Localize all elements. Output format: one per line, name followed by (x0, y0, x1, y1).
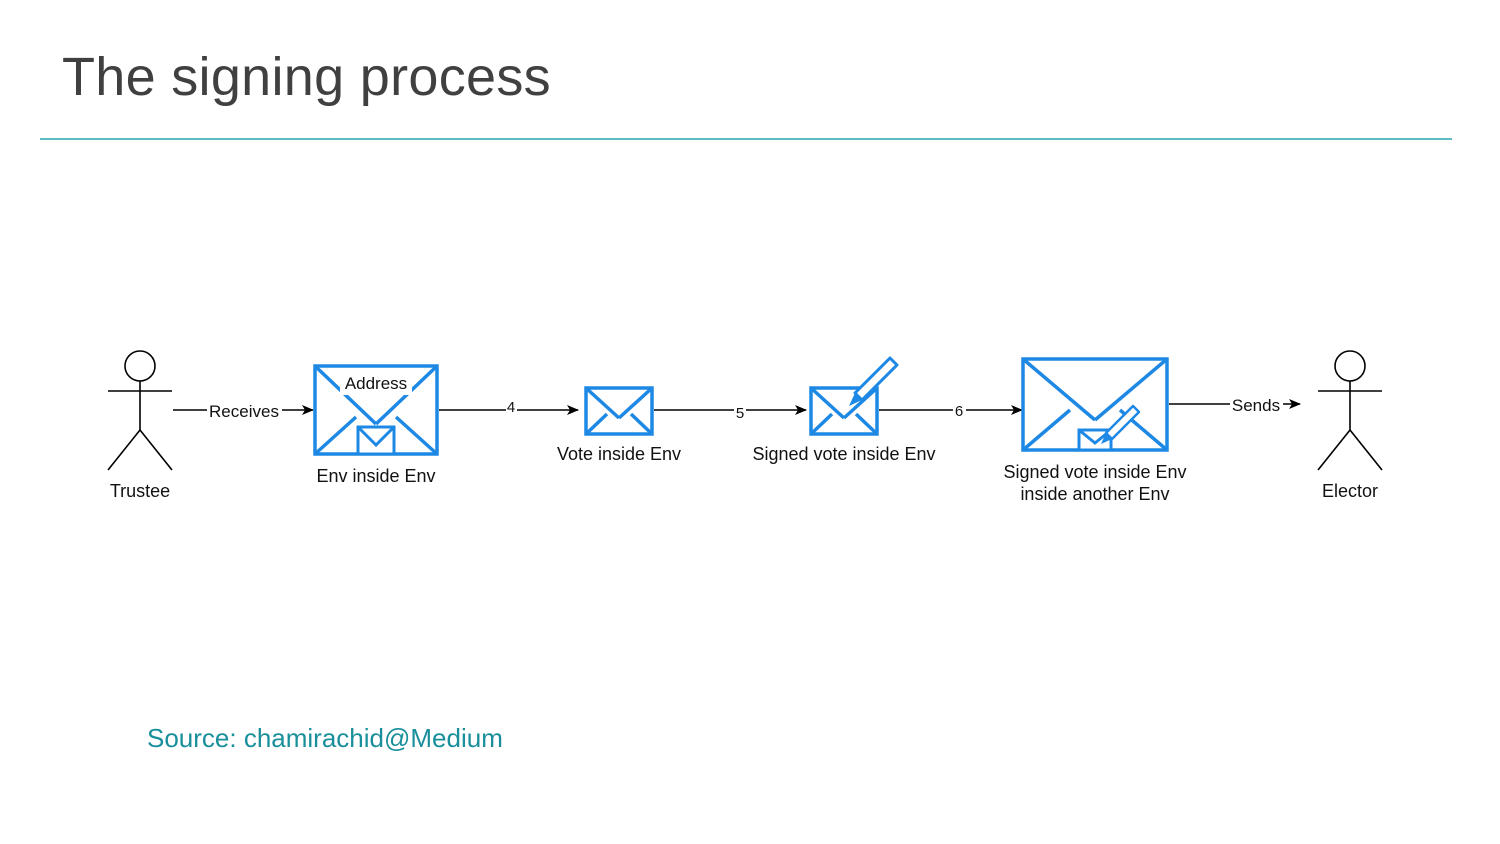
envelope-icon (809, 386, 879, 436)
envelope-4-caption-line-1: Signed vote inside Env (1003, 462, 1186, 482)
envelope-2-caption: Vote inside Env (557, 444, 681, 464)
source-note: Source: chamirachid@Medium (147, 723, 503, 753)
pen-icon (1101, 404, 1141, 444)
elector-actor (1317, 350, 1383, 471)
envelope-icon (584, 386, 654, 436)
title-divider (40, 138, 1452, 140)
trustee-actor (107, 350, 173, 471)
address-label-bg (340, 371, 412, 395)
slide-title: The signing process (62, 47, 551, 107)
edge-label-5: 5 (736, 405, 744, 422)
envelope-address-text: Address (345, 374, 407, 393)
inner-envelope-icon (356, 425, 396, 456)
envelope-4-caption-line-2: inside another Env (1020, 484, 1169, 504)
envelope-3-caption: Signed vote inside Env (752, 444, 935, 464)
trustee-label: Trustee (110, 481, 170, 501)
edge-label-6: 6 (955, 403, 963, 420)
pen-icon (849, 356, 899, 406)
envelope-1-caption: Env inside Env (316, 466, 435, 486)
elector-label: Elector (1322, 481, 1378, 501)
edge-label-receives: Receives (209, 402, 279, 421)
edge-label-4: 4 (507, 399, 515, 416)
edge-label-sends: Sends (1232, 396, 1280, 415)
